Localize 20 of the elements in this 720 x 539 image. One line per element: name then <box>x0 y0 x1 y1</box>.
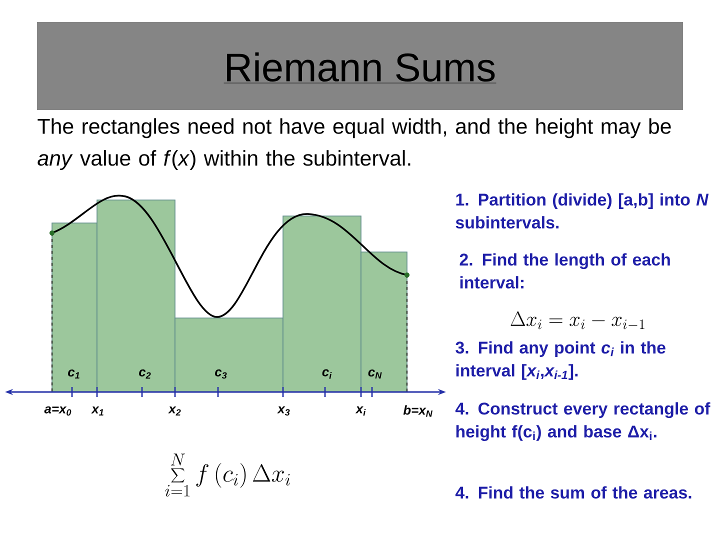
point-label: c$_{1}$ <box>68 369 80 379</box>
formula: $\sum_{i=1}^{N} f\left(c_i\right)\Delta x_i$ <box>165 454 290 496</box>
partition-label: x$_{1}$ <box>91 406 104 416</box>
title: Riemann Sums <box>224 52 496 84</box>
point-label: c$_{2}$ <box>139 369 151 379</box>
step-text: 1. Partition (divide) [a,b] into N subintervals. <box>456 193 709 229</box>
step-text: 3. Find any point c$_{i}$ in the interval [x$_{i}$,x$_{i-1}$]. <box>456 341 666 380</box>
point-label: c$_{3}$ <box>215 369 227 379</box>
step-text: 2. Find the length of each interval: <box>460 253 670 289</box>
formula: $\Delta x_i = x_i - x_{i-1}$ <box>510 311 644 330</box>
partition-label: x$_{3}$ <box>277 406 290 416</box>
partition-label: x$_{2}$ <box>168 406 181 416</box>
subtitle: The rectangles need not have equal width, and the height may be any value of f(x) within the subinterval. <box>38 118 671 170</box>
point-label: c$_{N}$ <box>368 369 382 379</box>
partition-label: b=x$_{N}$ <box>403 405 433 417</box>
step-text: 4. Construct every rectangle of height f(c$_{i}$) and base Δx$_{i}$. <box>455 402 710 441</box>
partition-label: x$_{i}$ <box>355 406 366 416</box>
step-text: 4. Find the sum of the areas. <box>455 486 692 499</box>
partition-label: a=x$_{0}$ <box>44 406 72 416</box>
point-label: c$_{i}$ <box>322 369 332 379</box>
